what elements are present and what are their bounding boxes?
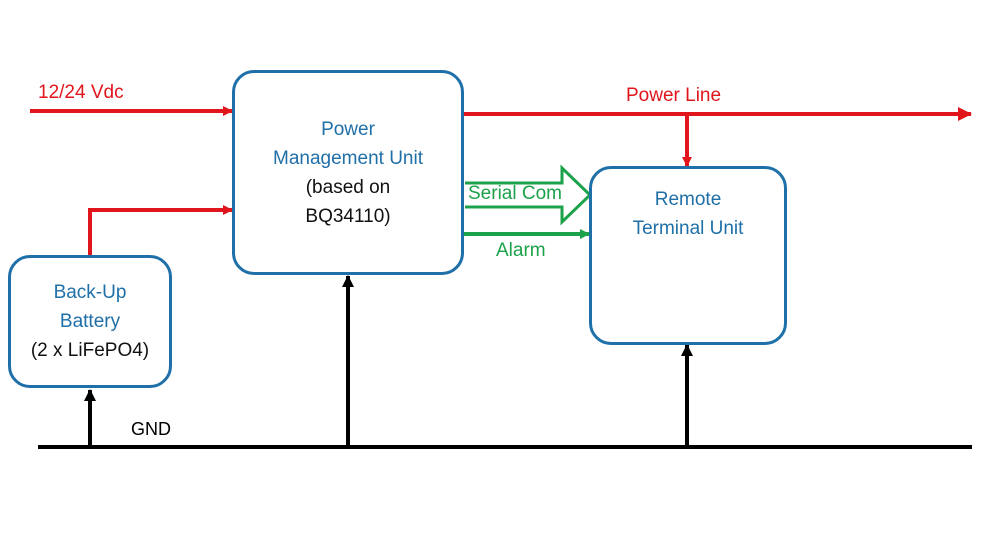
- battery-box: Back-Up Battery (2 x LiFePO4): [8, 255, 172, 388]
- battery-sub-line1: (2 x LiFePO4): [30, 340, 150, 361]
- battery-title-line1: Back-Up: [53, 282, 127, 303]
- pmu-box: Power Management Unit (based on BQ34110): [232, 70, 464, 275]
- battery-title-line2: Battery: [59, 311, 121, 332]
- rtu-title-line1: Remote: [654, 189, 722, 210]
- battery-power-arrow: [88, 205, 233, 256]
- rtu-title-line2: Terminal Unit: [632, 218, 744, 239]
- alarm-label: Alarm: [496, 240, 546, 261]
- gnd-label: GND: [131, 419, 171, 439]
- pmu-sub-line2: BQ34110): [305, 205, 391, 227]
- input-voltage-label: 12/24 Vdc: [38, 82, 124, 103]
- pmu-title-line2: Management Unit: [273, 147, 423, 169]
- serial-com-label: Serial Com: [468, 183, 562, 204]
- rtu-box: Remote Terminal Unit: [589, 166, 787, 345]
- power-line-label: Power Line: [626, 85, 722, 106]
- pmu-title-line1: Power: [321, 118, 375, 140]
- pmu-sub-line1: (based on: [305, 176, 391, 198]
